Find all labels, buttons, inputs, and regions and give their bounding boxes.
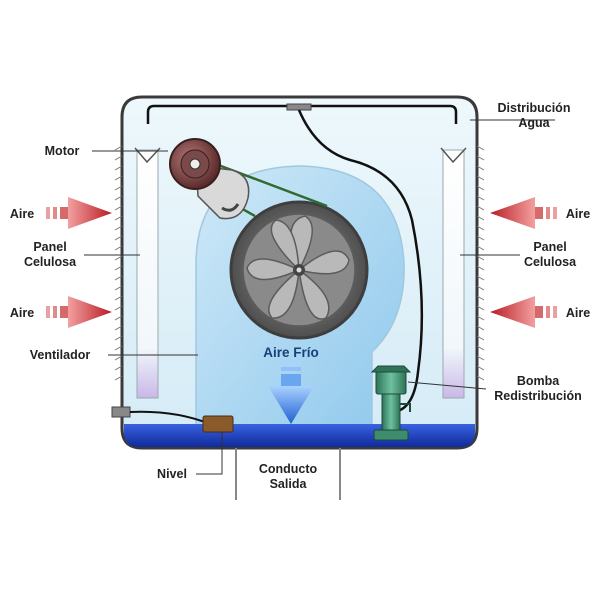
label-panel-left-line2: Celulosa xyxy=(24,255,77,269)
label-nivel: Nivel xyxy=(157,467,187,481)
label-distribucion-line1: Distribución xyxy=(498,101,571,115)
leader-lines xyxy=(84,119,555,475)
air-arrow-left-bottom xyxy=(46,296,112,328)
label-distribucion-line2: Agua xyxy=(518,116,550,130)
air-arrow-right-bottom xyxy=(490,296,557,328)
water-tray xyxy=(124,424,475,447)
left-louvers xyxy=(114,145,123,381)
right-cellulose-panel xyxy=(442,149,465,399)
label-aire-left-bottom: Aire xyxy=(10,306,34,320)
label-panel-right-line1: Panel xyxy=(533,240,566,254)
label-aire-frio: Aire Frío xyxy=(263,345,319,360)
air-arrow-right-top xyxy=(490,197,557,229)
fan-wheel xyxy=(229,200,369,340)
label-panel-left-line1: Panel xyxy=(33,240,66,254)
motor xyxy=(169,138,250,220)
label-motor: Motor xyxy=(45,144,80,158)
label-conducto-line2: Salida xyxy=(270,477,308,491)
level-float xyxy=(111,406,234,433)
outlet-duct xyxy=(235,448,341,500)
label-panel-right-line2: Celulosa xyxy=(524,255,577,269)
cold-air-arrow xyxy=(268,360,314,424)
label-bomba-line1: Bomba xyxy=(517,374,560,388)
label-aire-left-top: Aire xyxy=(10,207,34,221)
label-aire-right-top: Aire xyxy=(566,207,590,221)
redistribution-pump xyxy=(370,365,412,441)
label-bomba-line2: Redistribución xyxy=(494,389,582,403)
air-arrow-left-top xyxy=(46,197,112,229)
left-panel-gutter xyxy=(134,147,161,164)
label-aire-right-bottom: Aire xyxy=(566,306,590,320)
right-panel-gutter xyxy=(440,147,467,164)
left-cellulose-panel xyxy=(136,149,159,399)
label-conducto-line1: Conducto xyxy=(259,462,318,476)
pump-water-line xyxy=(297,109,424,414)
right-louvers xyxy=(476,145,485,381)
label-ventilador: Ventilador xyxy=(30,348,91,362)
